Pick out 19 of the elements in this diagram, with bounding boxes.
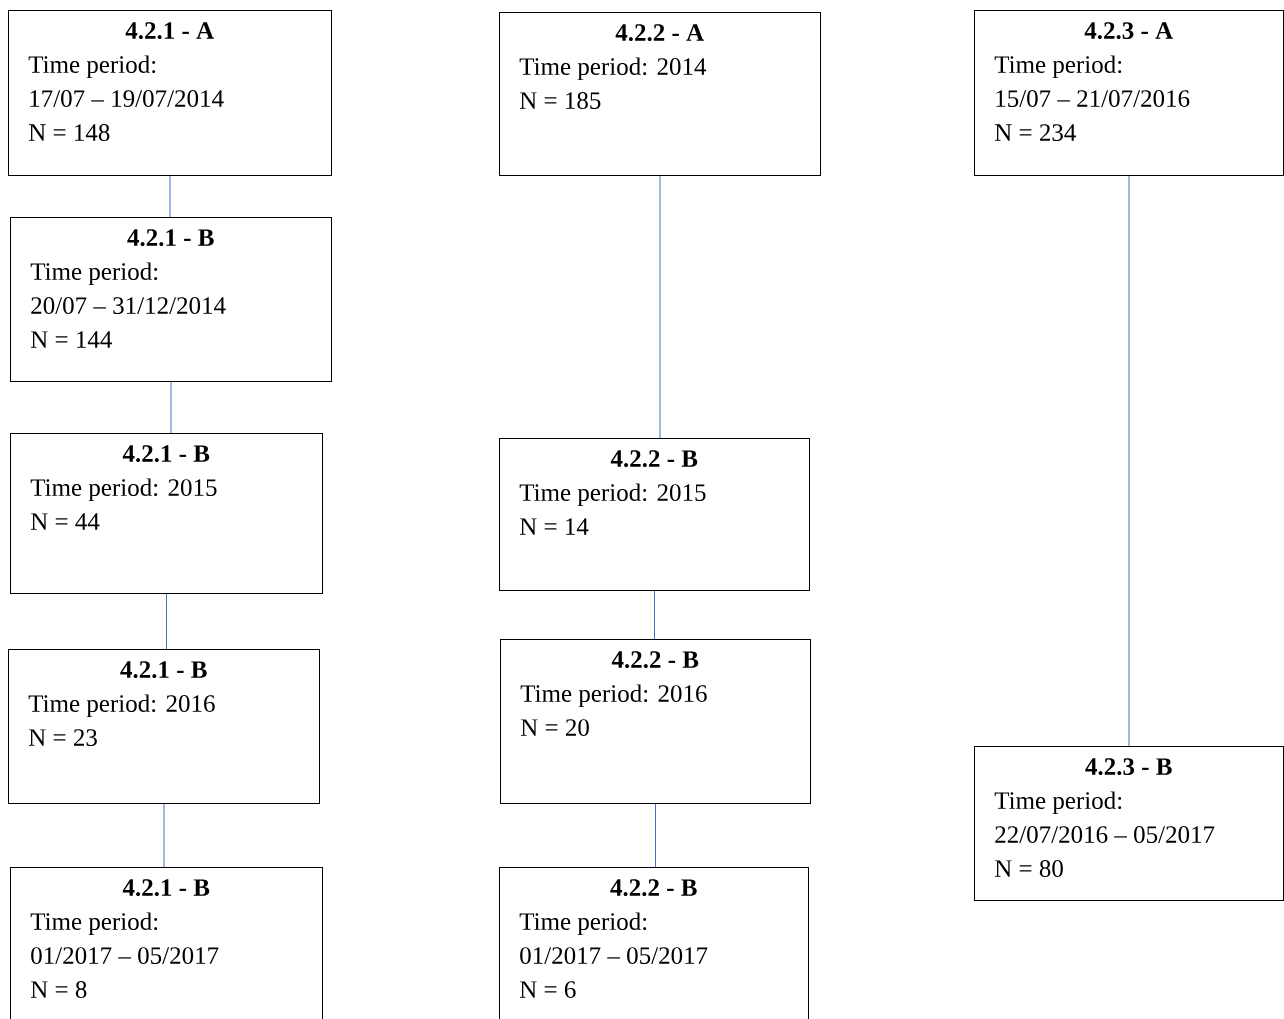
connector-line xyxy=(169,175,171,218)
connector-line xyxy=(170,381,172,434)
text-box: 4.2.1 - B Time period: 2016 N = 23 xyxy=(8,649,320,804)
text-box: 4.2.1 - B Time period: 20/07 – 31/12/2014 N = 144 xyxy=(10,217,332,382)
text-box: 4.2.1 - A Time period: 17/07 – 19/07/2014 N = 148 xyxy=(8,10,332,176)
connector-line xyxy=(659,175,661,439)
text-box: 4.2.1 - B Time period: 2015 N = 44 xyxy=(10,433,323,594)
text-box: 4.2.3 - A Time period: 15/07 – 21/07/2016 N = 234 xyxy=(974,10,1284,176)
text-box: 4.2.2 - B Time period: 2015 N = 14 xyxy=(499,438,810,591)
text-box: 4.2.1 - B Time period: 01/2017 – 05/2017 N = 8 xyxy=(10,867,323,1019)
connector-line xyxy=(166,593,167,650)
text-box: 4.2.2 - A Time period: 2014 N = 185 xyxy=(499,12,821,176)
connector-line xyxy=(654,590,655,640)
text-box: 4.2.2 - B Time period: 01/2017 – 05/2017 N = 6 xyxy=(499,867,809,1019)
connector-line xyxy=(163,803,165,868)
connector-line xyxy=(1128,175,1130,747)
connector-line xyxy=(655,803,656,868)
text-box: 4.2.3 - B Time period: 22/07/2016 – 05/2017 N = 80 xyxy=(974,746,1284,901)
text-box: 4.2.2 - B Time period: 2016 N = 20 xyxy=(500,639,811,804)
